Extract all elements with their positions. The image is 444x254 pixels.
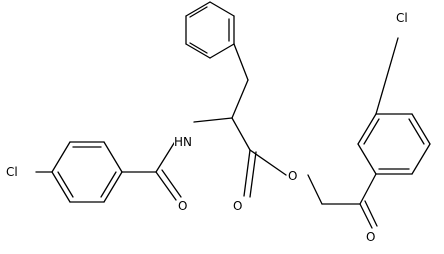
nh-label: HN bbox=[174, 135, 192, 149]
ester-oxygen-label: O bbox=[288, 169, 297, 183]
amide-bonds bbox=[121, 139, 182, 201]
phenyl-ring bbox=[185, 1, 235, 59]
chlorophenyl-ring-right bbox=[357, 37, 431, 175]
chlorine-label-right: Cl bbox=[396, 11, 408, 25]
ester-bonds bbox=[243, 149, 323, 205]
ketone-bonds bbox=[321, 173, 378, 229]
chlorophenyl-ring-left bbox=[35, 141, 123, 203]
ketone-oxygen-label: O bbox=[366, 230, 375, 244]
chlorine-label-left: Cl bbox=[6, 165, 18, 179]
atom-labels: Cl HN O O O O Cl bbox=[5, 10, 417, 245]
backbone-bonds bbox=[193, 43, 251, 151]
amide-oxygen-label: O bbox=[178, 199, 187, 213]
ester-carbonyl-oxygen-label: O bbox=[233, 199, 242, 213]
